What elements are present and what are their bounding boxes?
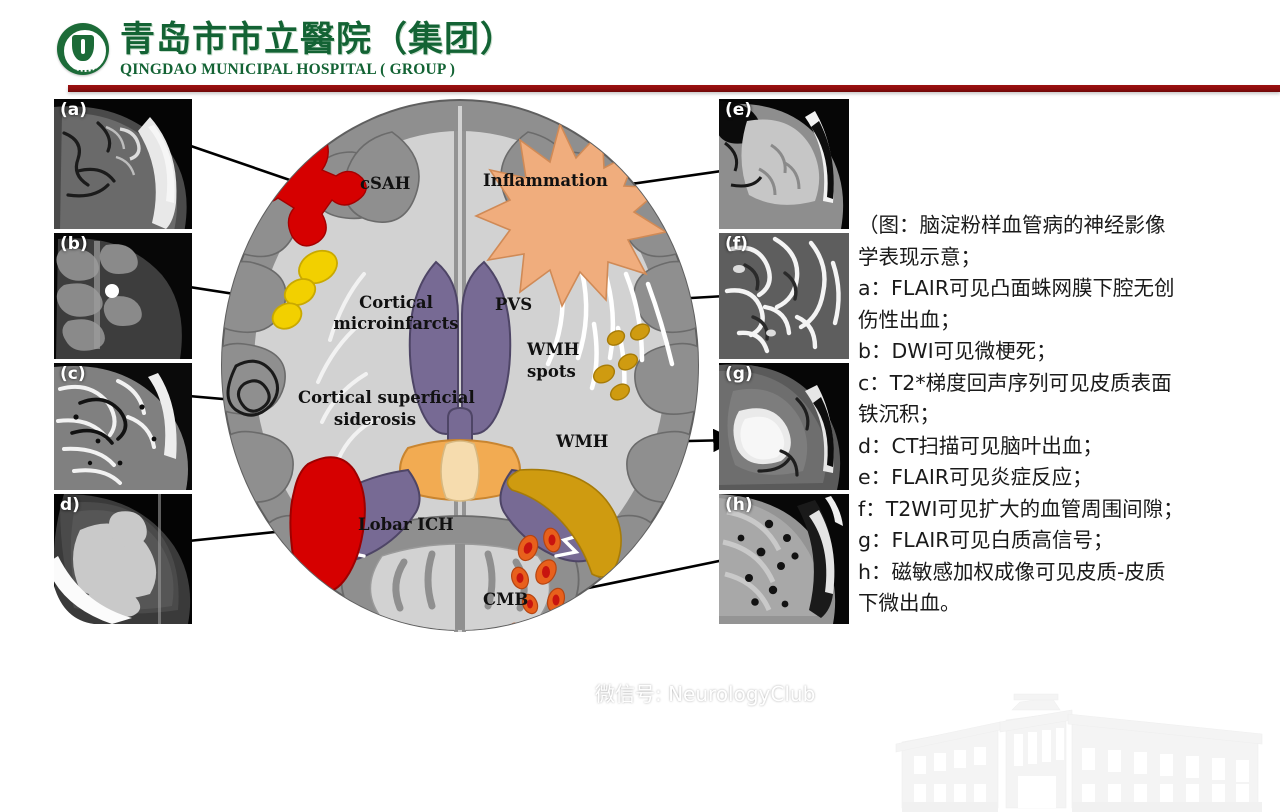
panel-label-h: (h)	[725, 495, 753, 515]
slide-header: 青岛市市立醫院（集团） QINGDAO MUNICIPAL HOSPITAL (…	[0, 0, 1280, 92]
label-wmh-spots-line1: WMH	[527, 340, 580, 359]
mri-panel-g[interactable]: (g)	[719, 363, 849, 490]
mri-image-f	[719, 233, 849, 359]
mri-image-c	[54, 363, 192, 490]
wmh-spot-lesions	[592, 323, 651, 401]
panel-label-c: (c)	[60, 364, 86, 384]
mri-image-h	[719, 494, 849, 624]
header-divider	[68, 85, 1280, 92]
label-wmh: WMH	[556, 432, 609, 451]
label-pvs: PVS	[495, 295, 533, 314]
lateral-ventricles	[408, 260, 512, 436]
mri-image-g	[719, 363, 849, 490]
panel-label-e: (e)	[725, 100, 753, 120]
figure-caption: （图：脑淀粉样血管病的神经影像 学表现示意； a：FLAIR可见凸面蛛网膜下腔无…	[858, 210, 1272, 620]
label-inflammation: Inflammation	[483, 171, 608, 190]
wmh-confluent-lesion	[506, 468, 622, 578]
cmb-lesions	[508, 527, 566, 630]
mri-panel-h[interactable]: (h)	[719, 494, 849, 624]
mri-image-a	[54, 99, 192, 229]
label-cortical-superficial-siderosis-line2: siderosis	[333, 410, 417, 429]
hospital-building-watermark-icon	[895, 693, 1263, 812]
emblem-bottom-arc	[66, 60, 100, 72]
mri-panel-b[interactable]: (b)	[54, 233, 192, 359]
hospital-name-chinese: 青岛市市立醫院（集团）	[120, 19, 517, 60]
mri-panel-a[interactable]: (a)	[54, 99, 192, 229]
label-cortical-microinfarcts-line2: microinfarcts	[333, 314, 459, 333]
hospital-shield-emblem-icon	[57, 23, 109, 75]
label-lobar-ich: Lobar ICH	[358, 515, 454, 534]
panel-label-f: (f)	[725, 234, 748, 254]
label-cortical-microinfarcts-line1: Cortical	[359, 293, 433, 312]
cortical-microinfarct-lesions	[271, 249, 338, 330]
mri-panel-f[interactable]: (f)	[719, 233, 849, 359]
mri-panel-c[interactable]: (c)	[54, 363, 192, 490]
emblem-shield	[72, 35, 94, 61]
label-wmh-spots-line2: spots	[527, 362, 576, 381]
panel-label-b: (b)	[60, 234, 88, 254]
label-cortical-superficial-siderosis-line1: Cortical superficial	[298, 388, 475, 407]
mri-panel-d[interactable]: d)	[54, 494, 192, 624]
brain-diagram	[221, 99, 699, 632]
caption-text: （图：脑淀粉样血管病的神经影像 学表现示意； a：FLAIR可见凸面蛛网膜下腔无…	[858, 213, 1184, 615]
mri-image-b	[54, 233, 192, 359]
panel-label-d: d)	[60, 495, 80, 515]
label-cmb: CMB	[483, 590, 529, 609]
panel-label-g: (g)	[725, 364, 753, 384]
brain-gyri	[222, 121, 698, 630]
emblem-top-arc	[66, 26, 100, 38]
label-csah: cSAH	[360, 174, 411, 193]
mri-image-e	[719, 99, 849, 229]
figure-area: .dlab { font-family: "DejaVu Serif", "Li…	[0, 92, 1280, 812]
mri-image-d	[54, 494, 192, 624]
mri-panel-e[interactable]: (e)	[719, 99, 849, 229]
hospital-wordmark: 青岛市市立醫院（集团） QINGDAO MUNICIPAL HOSPITAL (…	[120, 20, 516, 79]
hospital-name-english: QINGDAO MUNICIPAL HOSPITAL ( GROUP )	[120, 61, 456, 78]
panel-label-a: (a)	[60, 100, 88, 120]
